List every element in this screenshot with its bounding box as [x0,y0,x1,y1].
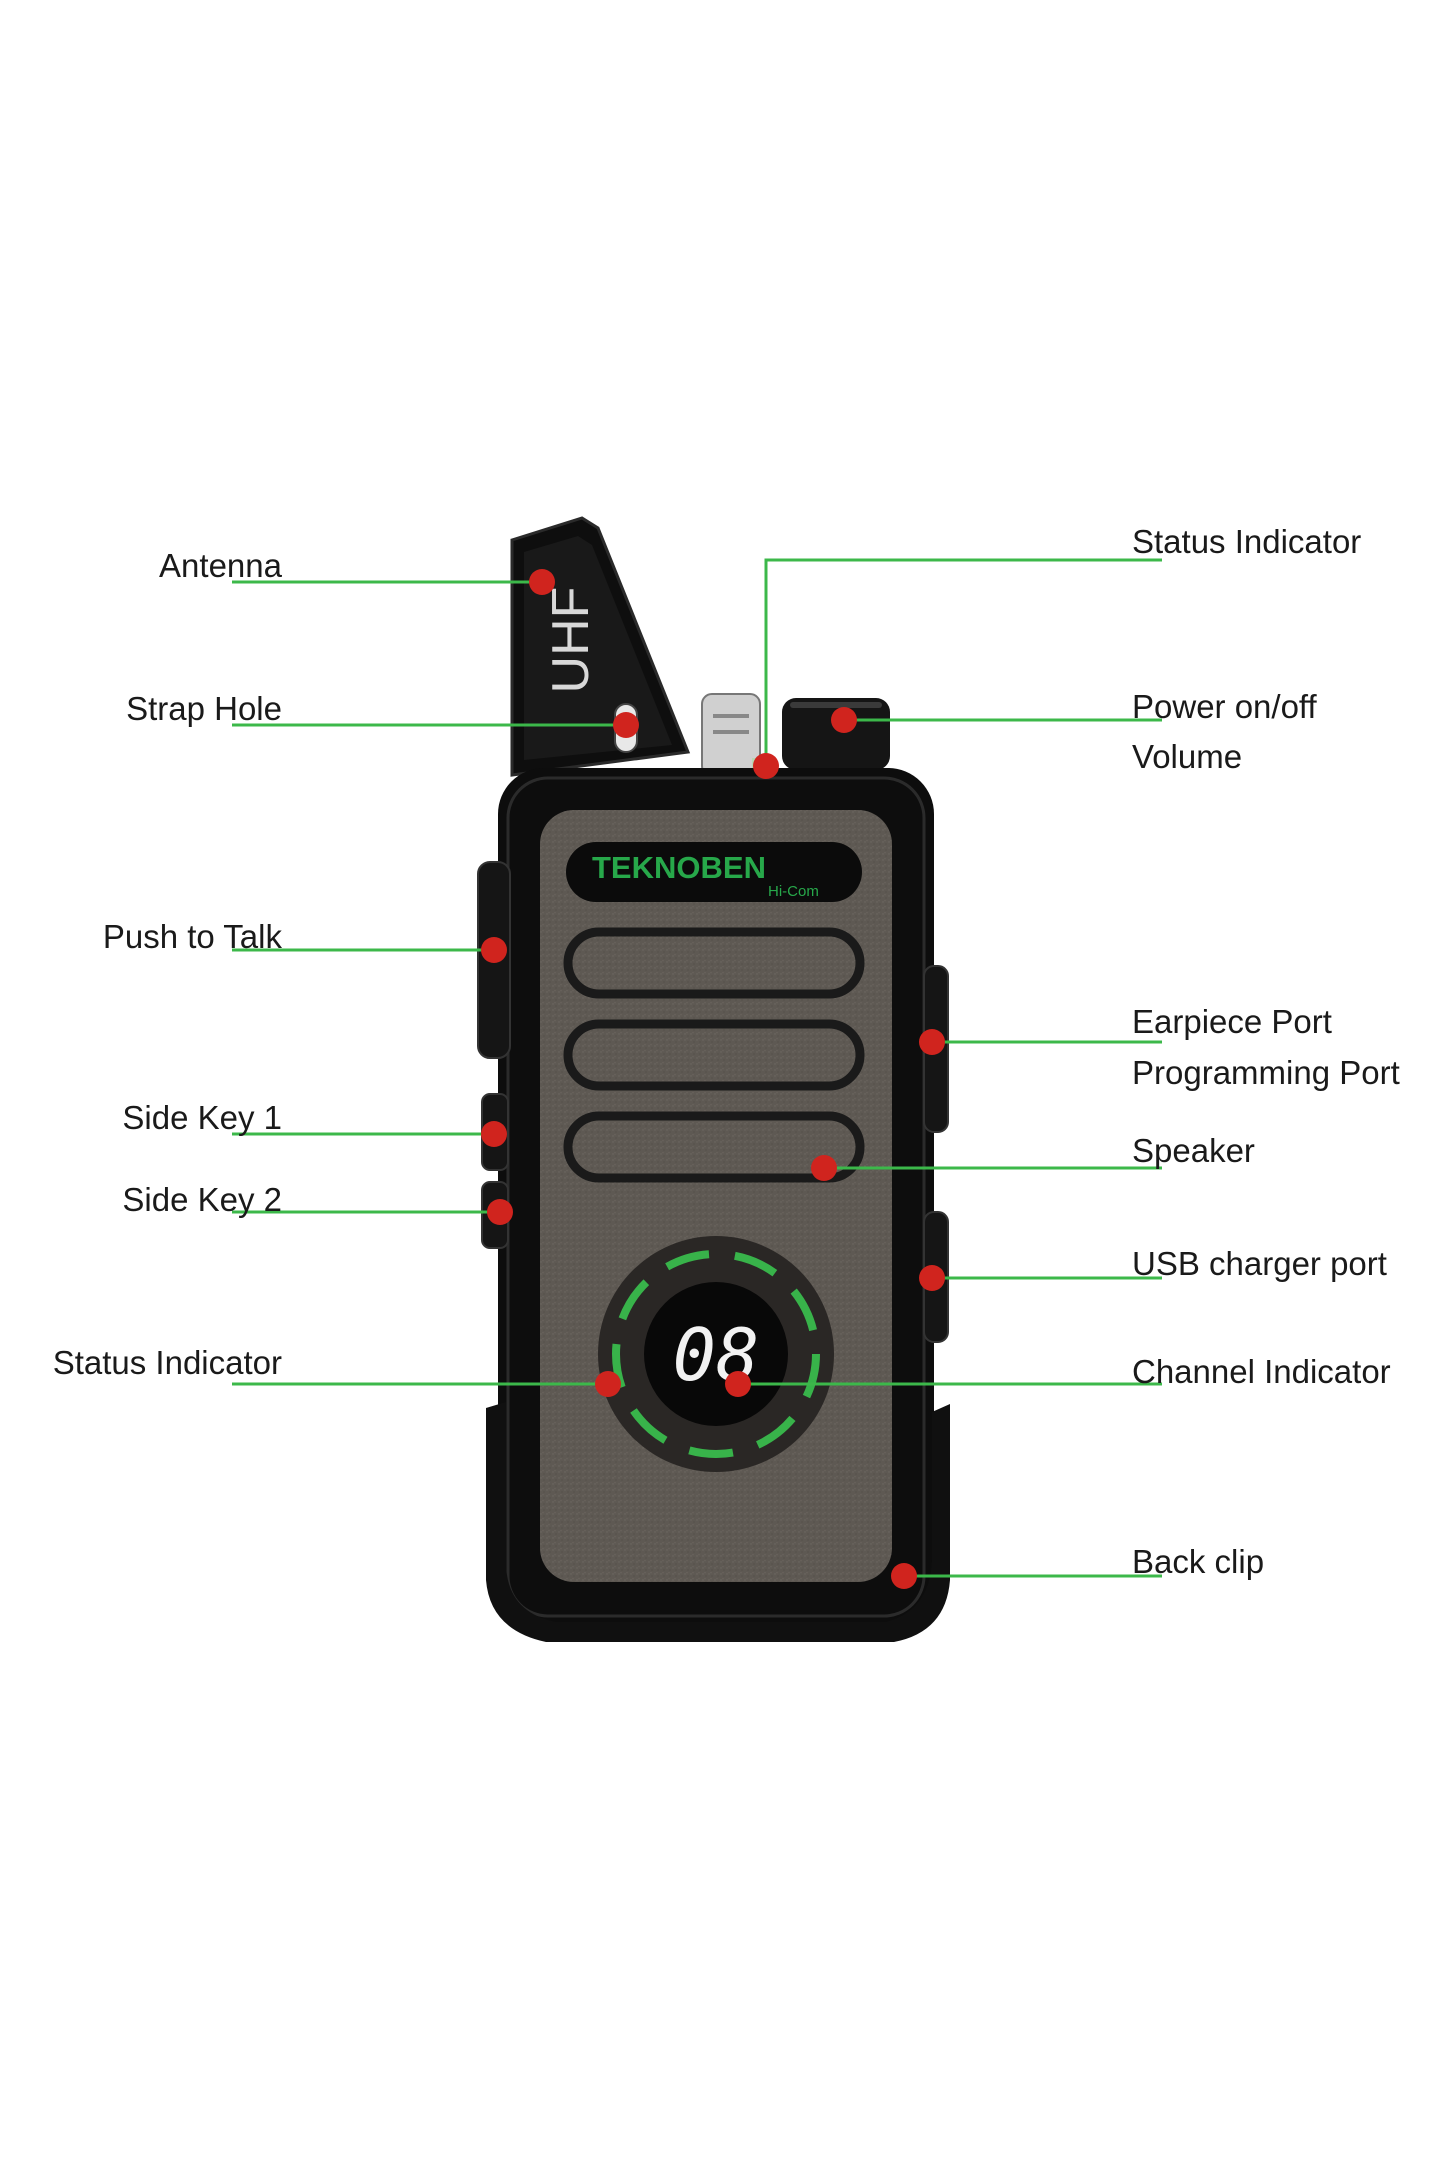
label-status-indicator-top: Status Indicator [1132,525,1361,558]
label-earpiece-port: Earpiece Port [1132,1005,1332,1038]
marker-usb-charger-port [919,1265,945,1291]
label-speaker: Speaker [1132,1134,1255,1167]
brand-name: TEKNOBEN [592,850,766,885]
label-antenna: Antenna [159,549,282,582]
marker-side-key-1 [481,1121,507,1147]
marker-back-clip [891,1563,917,1589]
label-programming-port: Programming Port [1132,1056,1400,1089]
label-side-key-1: Side Key 1 [122,1101,282,1134]
label-channel-indicator: Channel Indicator [1132,1355,1391,1388]
label-back-clip: Back clip [1132,1545,1264,1578]
label-strap-hole: Strap Hole [126,692,282,725]
marker-side-key-2 [487,1199,513,1225]
label-volume: Volume [1132,740,1242,773]
label-status-indicator-left: Status Indicator [53,1346,282,1379]
marker-strap-hole [613,712,639,738]
label-push-to-talk: Push to Talk [103,920,282,953]
marker-power-volume [831,707,857,733]
marker-status-indicator-left [595,1371,621,1397]
label-power-on-off: Power on/off [1132,690,1317,723]
marker-speaker [811,1155,837,1181]
marker-status-indicator-top [753,753,779,779]
marker-antenna [529,569,555,595]
marker-channel-indicator [725,1371,751,1397]
brand-sub: Hi-Com [768,883,819,900]
marker-push-to-talk [481,937,507,963]
band-label: UHF [542,587,600,694]
label-usb-charger-port: USB charger port [1132,1247,1387,1280]
volume-knob [782,698,890,770]
led-housing [702,694,760,776]
marker-earpiece-port [919,1029,945,1055]
label-side-key-2: Side Key 2 [122,1183,282,1216]
